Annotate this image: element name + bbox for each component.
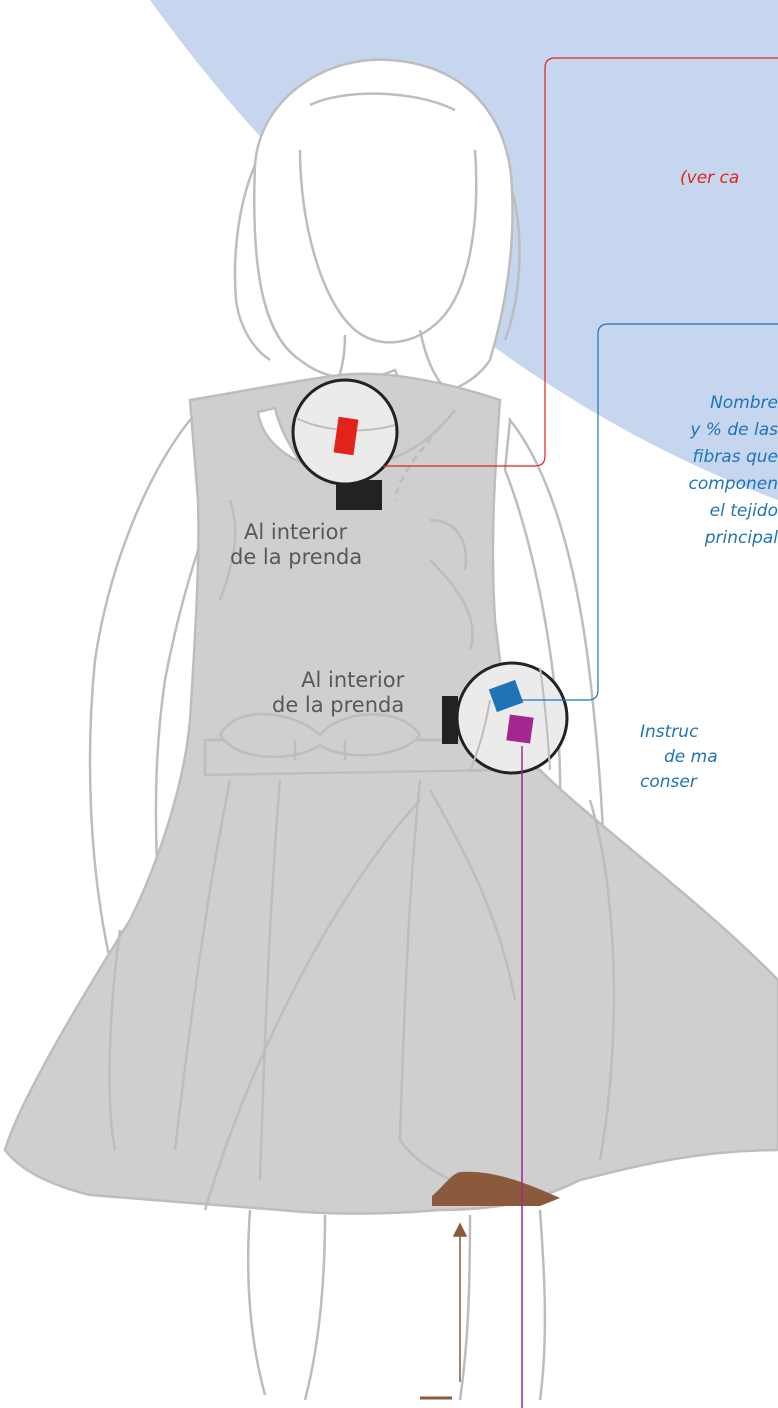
inside-garment-label-top: Al interior de la prenda	[230, 520, 362, 570]
care-instructions-caption: Instruc de ma conser	[640, 720, 718, 795]
caption-line: y % de las	[690, 420, 778, 440]
caption-line: principal	[704, 528, 778, 548]
brand-label-red	[333, 416, 359, 456]
caption-line: Nombre	[710, 393, 778, 413]
leader-blue	[522, 323, 778, 701]
magnifier-top	[291, 378, 399, 510]
dress	[3, 372, 778, 1215]
care-label-purple	[506, 714, 534, 744]
hem-care-label	[432, 1171, 560, 1206]
fiber-label-blue	[488, 679, 524, 713]
brand-label-caption: (ver ca	[680, 168, 740, 188]
inside-garment-label-bottom: Al interior de la prenda	[272, 668, 404, 718]
fiber-composition-caption: Nombre y % de las fibras que componen el…	[688, 390, 778, 552]
hem-leader-arrow	[420, 1222, 468, 1400]
caption-line: de ma	[664, 747, 718, 767]
inside-garment-line: de la prenda	[230, 545, 363, 569]
figure-legs	[246, 1209, 547, 1401]
caption-line: fibras que	[692, 447, 778, 467]
caption-line: Instruc	[640, 722, 699, 742]
leader-red	[383, 57, 778, 467]
figure-head	[233, 58, 521, 398]
caption-line: el tejido	[709, 501, 778, 521]
inside-garment-line: Al interior	[244, 520, 348, 544]
magnifier-bottom	[442, 661, 569, 775]
inside-garment-line: de la prenda	[272, 693, 405, 717]
caption-line: conser	[640, 772, 697, 792]
inside-garment-line: Al interior	[301, 668, 405, 692]
caption-line: componen	[688, 474, 778, 494]
